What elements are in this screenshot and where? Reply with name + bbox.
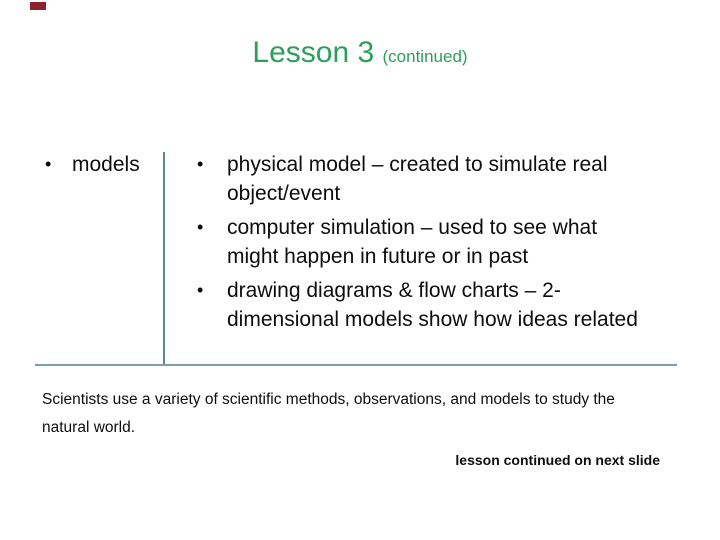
horizontal-divider-line — [35, 364, 677, 366]
slide-title-suffix: (continued) — [382, 47, 468, 66]
vertical-divider-line — [163, 152, 165, 365]
footer-summary-text: Scientists use a variety of scientific m… — [42, 391, 615, 436]
right-detail-column: • physical model – created to simulate r… — [197, 150, 692, 339]
bullet-text-computer-simulation: computer simulation – used to see what m… — [227, 216, 598, 268]
left-bullet-label: models — [72, 153, 140, 176]
bullet-item-computer-simulation: • computer simulation – used to see what… — [197, 213, 692, 271]
continuation-note: lesson continued on next slide — [455, 452, 660, 468]
slide-title: Lesson 3 (continued) — [0, 34, 720, 77]
left-bullet-item: • models — [45, 150, 160, 179]
bullet-icon: • — [197, 280, 204, 300]
bullet-text-physical-model: physical model – created to simulate rea… — [227, 153, 608, 205]
bullet-text-drawing-diagrams: drawing diagrams & flow charts – 2- dime… — [227, 279, 638, 331]
bullet-icon: • — [45, 154, 52, 174]
left-topic-column: • models — [45, 150, 160, 179]
bullet-item-drawing-diagrams: • drawing diagrams & flow charts – 2- di… — [197, 276, 692, 334]
slide-corner-mark — [30, 2, 46, 10]
slide-title-text: Lesson 3 — [252, 36, 383, 69]
bullet-item-physical-model: • physical model – created to simulate r… — [197, 150, 692, 208]
bullet-icon: • — [197, 154, 204, 174]
bullet-icon: • — [197, 217, 204, 237]
